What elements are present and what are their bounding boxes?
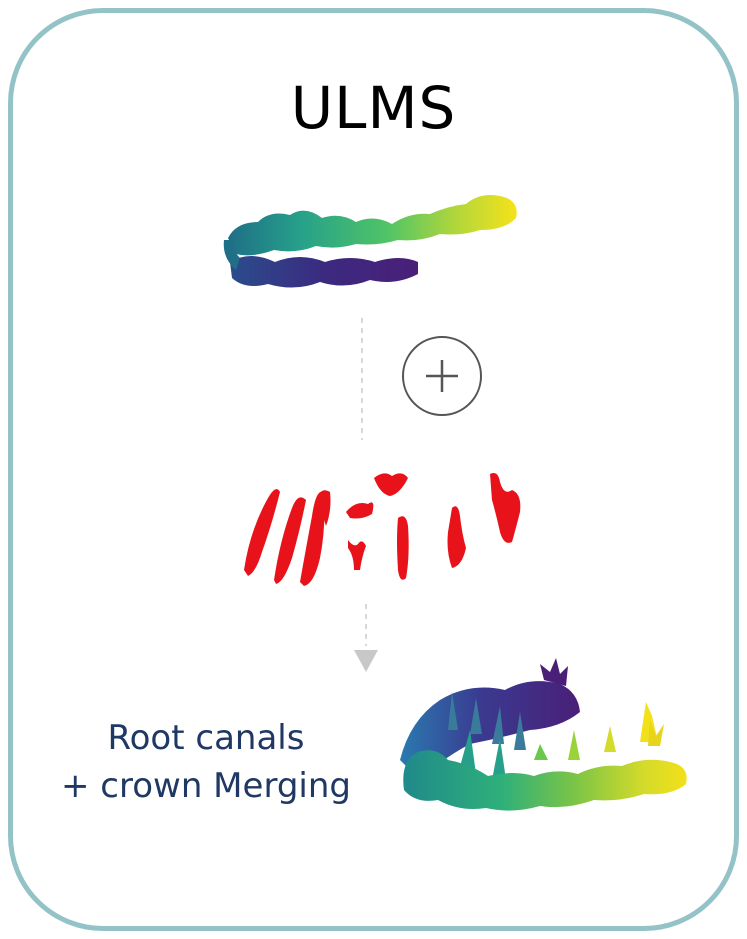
crown-arch-model <box>223 195 517 288</box>
down-arrow-icon <box>354 650 378 672</box>
caption-line-2: + crown Merging <box>61 766 351 806</box>
merge-caption: Root canals + crown Merging <box>26 714 386 810</box>
root-canals-model <box>244 473 521 586</box>
circled-plus-icon <box>402 336 482 416</box>
panel-title: ULMS <box>290 74 457 142</box>
upper-arch <box>223 195 517 270</box>
lower-arch <box>230 256 418 288</box>
caption-line-1: Root canals <box>107 718 305 758</box>
merged-model <box>400 658 687 811</box>
